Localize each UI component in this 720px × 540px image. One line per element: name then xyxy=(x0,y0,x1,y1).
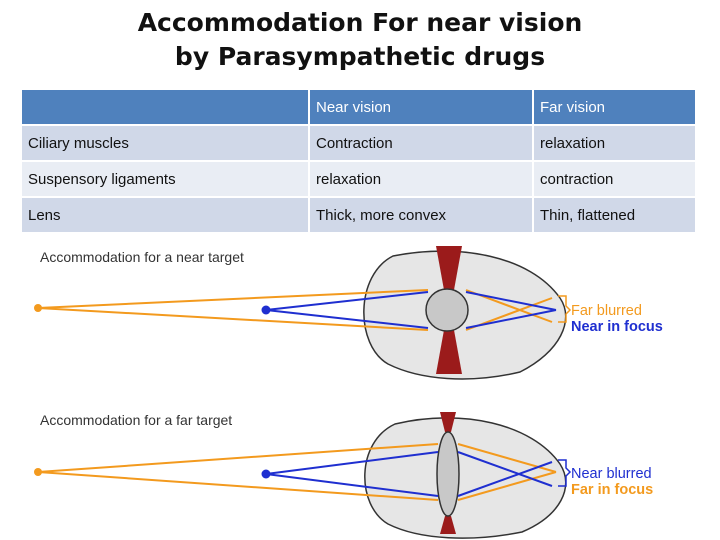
header-empty xyxy=(20,88,310,126)
far-far-target-dot xyxy=(34,468,42,476)
near-far-rays xyxy=(37,289,553,331)
near-label-near-in-focus: Near in focus xyxy=(571,319,663,335)
near-value: Contraction xyxy=(308,124,534,162)
far-label-far-in-focus: Far in focus xyxy=(571,482,653,498)
far-diagram-caption: Accommodation for a far target xyxy=(40,412,232,428)
row-label: Lens xyxy=(20,196,310,234)
table-header-row: Near vision Far vision xyxy=(20,88,697,126)
near-value: relaxation xyxy=(308,160,534,198)
table-row: Lens Thick, more convex Thin, flattened xyxy=(20,196,697,234)
near-label-far-blurred: Far blurred xyxy=(571,303,642,319)
accommodation-diagram: Accommodation for a near target Far blur… xyxy=(34,246,663,539)
row-label: Ciliary muscles xyxy=(20,124,310,162)
near-diagram-caption: Accommodation for a near target xyxy=(40,249,244,265)
table-row: Suspensory ligaments relaxation contract… xyxy=(20,160,697,198)
near-near-target-dot xyxy=(261,305,271,315)
near-ciliary-muscle-top xyxy=(436,246,462,290)
far-eyeball xyxy=(364,417,567,539)
title-line-1: Accommodation For near vision xyxy=(137,8,583,37)
far-ciliary-muscle-top xyxy=(440,412,456,432)
header-far-vision: Far vision xyxy=(532,88,697,126)
far-far-rays xyxy=(37,443,557,501)
far-bracket xyxy=(558,459,572,487)
far-ciliary-muscle-bottom xyxy=(440,516,456,534)
far-value: contraction xyxy=(532,160,697,198)
near-lens xyxy=(425,288,469,332)
near-near-rays xyxy=(265,291,557,329)
title-line-2: by Parasympathetic drugs xyxy=(174,42,546,71)
far-near-target-dot xyxy=(261,469,271,479)
near-bracket xyxy=(558,295,572,323)
far-target-diagram: Accommodation for a far target Near blur… xyxy=(34,412,653,539)
row-label: Suspensory ligaments xyxy=(20,160,310,198)
far-value: relaxation xyxy=(532,124,697,162)
table-row: Ciliary muscles Contraction relaxation xyxy=(20,124,697,162)
near-value: Thick, more convex xyxy=(308,196,534,234)
near-target-diagram: Accommodation for a near target Far blur… xyxy=(34,246,663,380)
far-lens xyxy=(436,431,460,517)
near-ciliary-muscle-bottom xyxy=(436,330,462,374)
far-near-rays xyxy=(265,451,553,497)
near-far-target-dot xyxy=(34,304,42,312)
far-value: Thin, flattened xyxy=(532,196,697,234)
header-near-vision: Near vision xyxy=(308,88,534,126)
comparison-table: Near vision Far vision Ciliary muscles C… xyxy=(20,88,697,234)
slide-title: Accommodation For near vision by Parasym… xyxy=(0,6,720,74)
far-label-near-blurred: Near blurred xyxy=(571,466,652,482)
